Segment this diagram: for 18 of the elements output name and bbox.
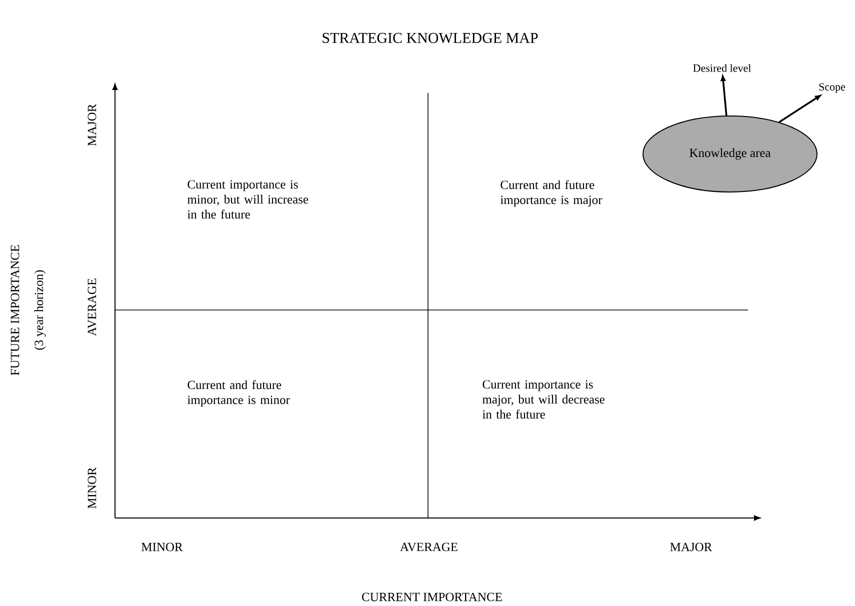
axis-tick-label: MAJOR — [670, 542, 712, 552]
axis-title: FUTURE IMPORTANCE — [10, 245, 20, 376]
quadrant-text: Current importance is major, but will decrease in the future — [482, 380, 604, 419]
axis-tick-label: MINOR — [88, 467, 96, 508]
axis-subtitle: (3 year horizon) — [34, 270, 46, 350]
title: STRATEGIC KNOWLEDGE MAP — [322, 32, 538, 44]
axis-tick-label: MAJOR — [88, 104, 96, 146]
arrow — [778, 95, 821, 123]
axis-tick-label: AVERAGE — [88, 278, 96, 336]
axis-tick-label: AVERAGE — [400, 542, 458, 552]
arrow — [720, 76, 728, 116]
quadrant-text: Current importance is minor, but will increase in the future — [187, 180, 308, 219]
axis-title: CURRENT IMPORTANCE — [362, 592, 502, 602]
arrow-label: Desired level — [693, 64, 751, 72]
axis-tick-label: MINOR — [142, 542, 183, 552]
quadrant-text: Current and future importance is major — [500, 180, 602, 207]
quadrant-text: Current and future importance is minor — [187, 380, 290, 407]
arrow-label: Scope — [819, 83, 846, 93]
